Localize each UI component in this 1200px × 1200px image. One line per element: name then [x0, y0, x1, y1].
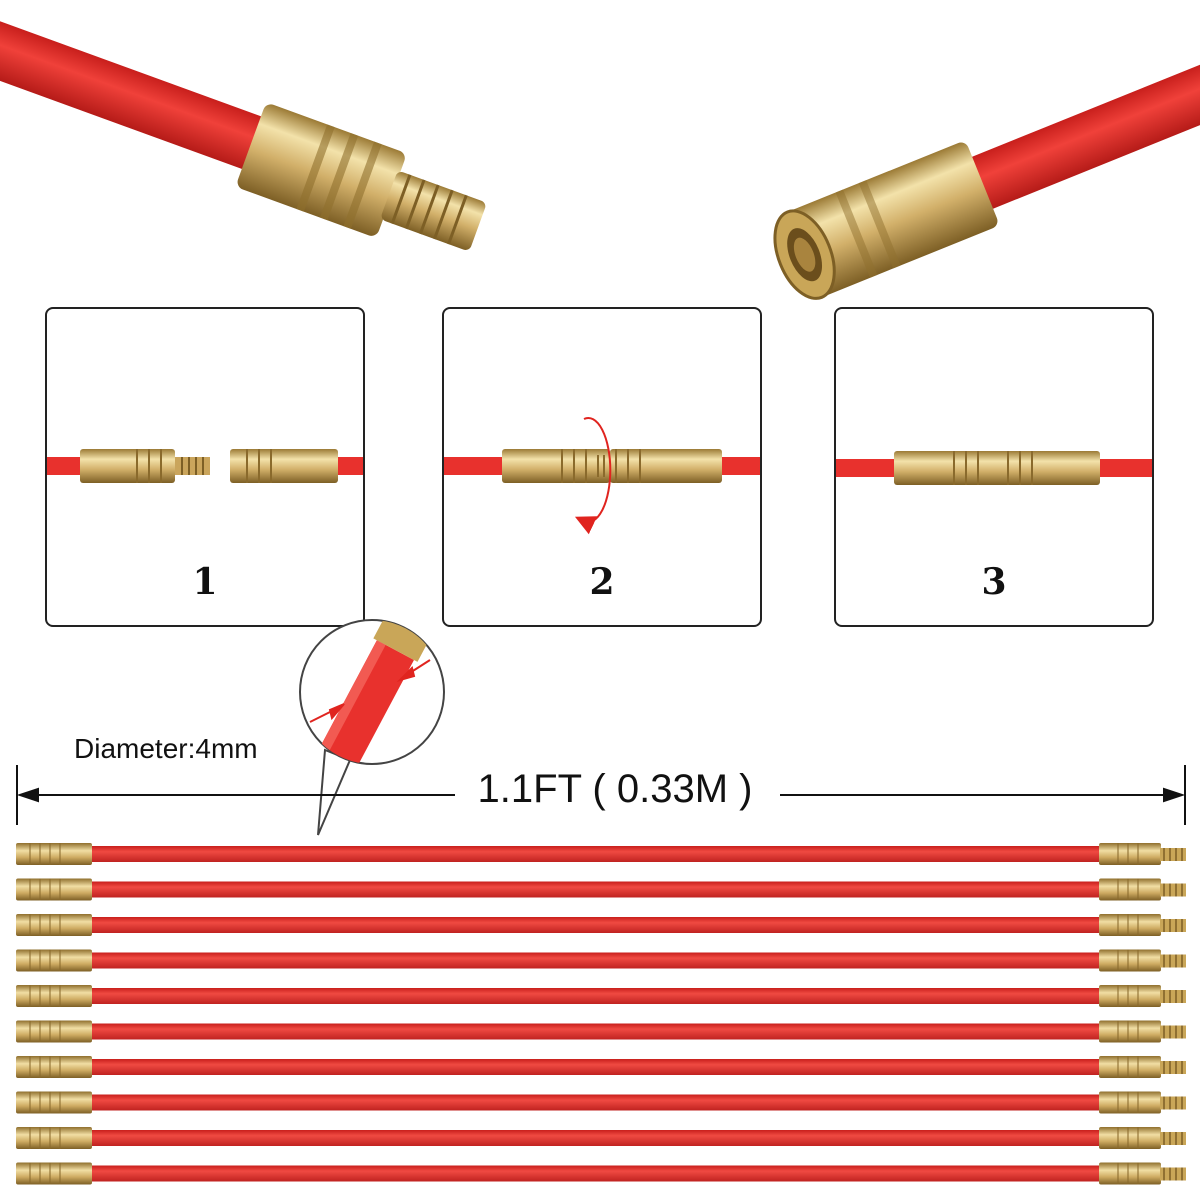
step-2-illustration — [444, 417, 760, 535]
diameter-callout — [299, 619, 445, 836]
step-number: 2 — [589, 561, 615, 603]
step-panel-3: 3 — [834, 307, 1154, 627]
step-number: 1 — [192, 561, 218, 603]
connector-closeup-photo — [0, 11, 1200, 300]
length-label: 1.1FT ( 0.33M ) — [455, 767, 775, 812]
rod — [16, 1020, 1186, 1043]
rod — [16, 914, 1186, 936]
rod-set — [16, 843, 1186, 1185]
rod — [16, 949, 1186, 972]
double-arrow-icon — [16, 765, 1186, 825]
step-1-illustration — [47, 449, 363, 483]
rod — [16, 1091, 1186, 1114]
rod — [16, 843, 1186, 865]
length-dimension-line — [16, 765, 1186, 825]
rotate-arrow-icon — [574, 417, 612, 535]
rod — [16, 878, 1186, 901]
female-connector — [773, 40, 1200, 300]
step-number: 3 — [981, 561, 1007, 603]
step-panel-1: 1 — [45, 307, 365, 627]
rod — [16, 1127, 1186, 1149]
diameter-label: Diameter:4mm — [74, 733, 258, 764]
step-panel-2: 2 — [442, 307, 762, 627]
diameter-arrow-icon — [309, 659, 431, 723]
rod — [16, 1056, 1186, 1078]
step-3-illustration — [836, 451, 1152, 485]
male-connector — [0, 11, 486, 250]
rod — [16, 985, 1186, 1007]
rod — [16, 1162, 1186, 1185]
